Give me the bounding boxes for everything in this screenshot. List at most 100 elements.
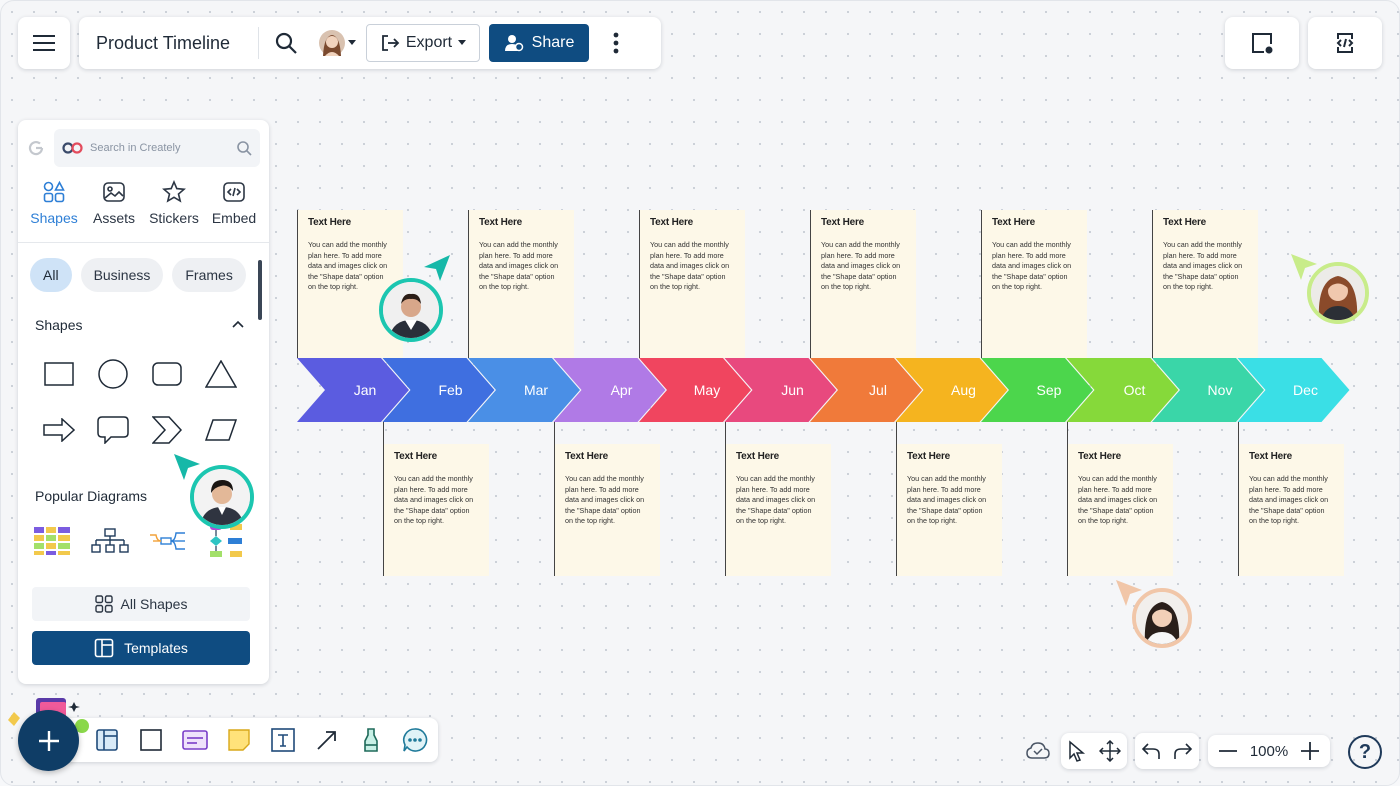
timeline-note[interactable]: Text Here You can add the monthly plan h…	[1152, 210, 1258, 358]
embed-code-button[interactable]	[1308, 17, 1382, 69]
zoom-in-icon[interactable]	[1300, 741, 1320, 761]
timeline-month-mar[interactable]: Mar	[468, 358, 580, 422]
collaborator-avatar[interactable]	[1307, 262, 1369, 324]
shape-data-button[interactable]	[1225, 17, 1299, 69]
share-button[interactable]: Share	[489, 24, 589, 62]
chip-all[interactable]: All	[30, 258, 72, 292]
rectangle-shape[interactable]	[32, 356, 86, 392]
collaborator-avatar[interactable]	[1132, 588, 1192, 648]
chevron-segment[interactable]	[981, 358, 1093, 422]
timeline-note[interactable]: Text Here You can add the monthly plan h…	[382, 422, 489, 576]
rectangle-tool[interactable]	[136, 725, 166, 755]
document-title[interactable]: Product Timeline	[96, 32, 231, 53]
timeline-note[interactable]: Text Here You can add the monthly plan h…	[468, 210, 574, 358]
chevron-up-icon[interactable]	[232, 320, 244, 328]
timeline-month-jun[interactable]: Jun	[724, 358, 837, 422]
comment-tool[interactable]	[400, 725, 430, 755]
zoom-out-icon[interactable]	[1218, 741, 1238, 761]
main-menu-button[interactable]	[18, 17, 70, 69]
diagram-thumb-matrix[interactable]	[32, 524, 72, 558]
chevron-segment[interactable]	[810, 358, 922, 422]
timeline-month-oct[interactable]: Oct	[1066, 358, 1179, 422]
panel-scrollbar[interactable]	[258, 260, 262, 320]
month-label: Feb	[438, 382, 462, 398]
sticky-note-tool[interactable]	[224, 725, 254, 755]
connector-tool[interactable]	[312, 725, 342, 755]
cursor-pointer-teal	[424, 255, 450, 281]
rounded-rectangle-shape[interactable]	[140, 356, 194, 392]
timeline-month-nov[interactable]: Nov	[1152, 358, 1264, 422]
timeline-month-may[interactable]: May	[639, 358, 751, 422]
chevron-segment[interactable]	[724, 358, 837, 422]
timeline-note[interactable]: Text Here You can add the monthly plan h…	[1237, 422, 1344, 576]
collaborator-avatar[interactable]	[379, 278, 443, 342]
panel-tabs: Shapes Assets Stickers Embed	[24, 180, 264, 226]
chevron-segment[interactable]	[297, 358, 409, 422]
timeline-note[interactable]: Text Here You can add the monthly plan h…	[297, 210, 403, 358]
collaborator-avatar[interactable]	[190, 465, 254, 529]
chevron-segment[interactable]	[1152, 358, 1264, 422]
templates-button[interactable]: Templates	[32, 631, 250, 665]
timeline-month-apr[interactable]: Apr	[553, 358, 666, 422]
chevron-segment[interactable]	[382, 358, 495, 422]
arrow-shape[interactable]	[32, 412, 86, 448]
tab-assets[interactable]: Assets	[84, 180, 144, 226]
timeline-note[interactable]: Text Here You can add the monthly plan h…	[810, 210, 916, 358]
search-button[interactable]	[271, 28, 301, 58]
chevron-segment[interactable]	[1066, 358, 1179, 422]
all-shapes-button[interactable]: All Shapes	[32, 587, 250, 621]
export-button[interactable]: Export	[366, 24, 480, 62]
card-tool[interactable]	[180, 725, 210, 755]
help-button[interactable]: ?	[1348, 735, 1382, 769]
chevron-segment[interactable]	[639, 358, 751, 422]
timeline-note[interactable]: Text Here You can add the monthly plan h…	[981, 210, 1087, 358]
chevron-segment[interactable]	[553, 358, 666, 422]
pen-tool[interactable]	[356, 725, 386, 755]
chevron-shape[interactable]	[140, 412, 194, 448]
timeline-month-sep[interactable]: Sep	[981, 358, 1093, 422]
select-pointer-icon[interactable]	[1068, 740, 1086, 762]
chevron-segment[interactable]	[468, 358, 580, 422]
person-icon	[383, 282, 439, 338]
text-tool[interactable]	[268, 725, 298, 755]
category-chips: All Business Frames	[30, 258, 246, 292]
sync-status[interactable]	[1026, 733, 1052, 769]
undo-icon[interactable]	[1141, 741, 1161, 761]
timeline-note[interactable]: Text Here You can add the monthly plan h…	[553, 422, 660, 576]
parallelogram-shape[interactable]	[194, 412, 248, 448]
collaborators-dropdown[interactable]	[319, 30, 356, 56]
more-options-button[interactable]	[609, 32, 623, 54]
timeline-month-jan[interactable]: Jan	[297, 358, 409, 422]
zoom-level[interactable]: 100%	[1249, 742, 1289, 760]
search-input[interactable]: Search in Creately	[54, 129, 260, 167]
circle-shape[interactable]	[86, 356, 140, 392]
timeline-month-jul[interactable]: Jul	[810, 358, 922, 422]
chevron-segment[interactable]	[1237, 358, 1350, 422]
note-title: Text Here	[736, 451, 780, 462]
timeline-month-feb[interactable]: Feb	[382, 358, 495, 422]
add-button[interactable]	[18, 710, 79, 771]
frame-tool[interactable]	[92, 725, 122, 755]
callout-shape[interactable]	[86, 412, 140, 448]
timeline-note[interactable]: Text Here You can add the monthly plan h…	[724, 422, 831, 576]
person-icon	[1311, 266, 1365, 320]
move-icon[interactable]	[1098, 740, 1121, 762]
diagram-thumb-flowchart[interactable]	[206, 524, 246, 558]
redo-icon[interactable]	[1173, 741, 1193, 761]
triangle-shape[interactable]	[194, 356, 248, 392]
timeline-note[interactable]: Text Here You can add the monthly plan h…	[1066, 422, 1173, 576]
chip-business[interactable]: Business	[80, 258, 164, 292]
timeline-month-dec[interactable]: Dec	[1237, 358, 1350, 422]
timeline-note[interactable]: Text Here You can add the monthly plan h…	[639, 210, 745, 358]
tab-stickers[interactable]: Stickers	[144, 180, 204, 226]
diagram-thumb-mind-map[interactable]	[148, 524, 188, 558]
diagram-thumb-org-chart[interactable]	[90, 524, 130, 558]
tab-shapes[interactable]: Shapes	[24, 180, 84, 226]
chip-frames[interactable]: Frames	[172, 258, 246, 292]
tab-embed[interactable]: Embed	[204, 180, 264, 226]
timeline-note[interactable]: Text Here You can add the monthly plan h…	[895, 422, 1002, 576]
timeline-month-aug[interactable]: Aug	[895, 358, 1008, 422]
chevron-segment[interactable]	[895, 358, 1008, 422]
google-icon[interactable]	[28, 140, 44, 156]
